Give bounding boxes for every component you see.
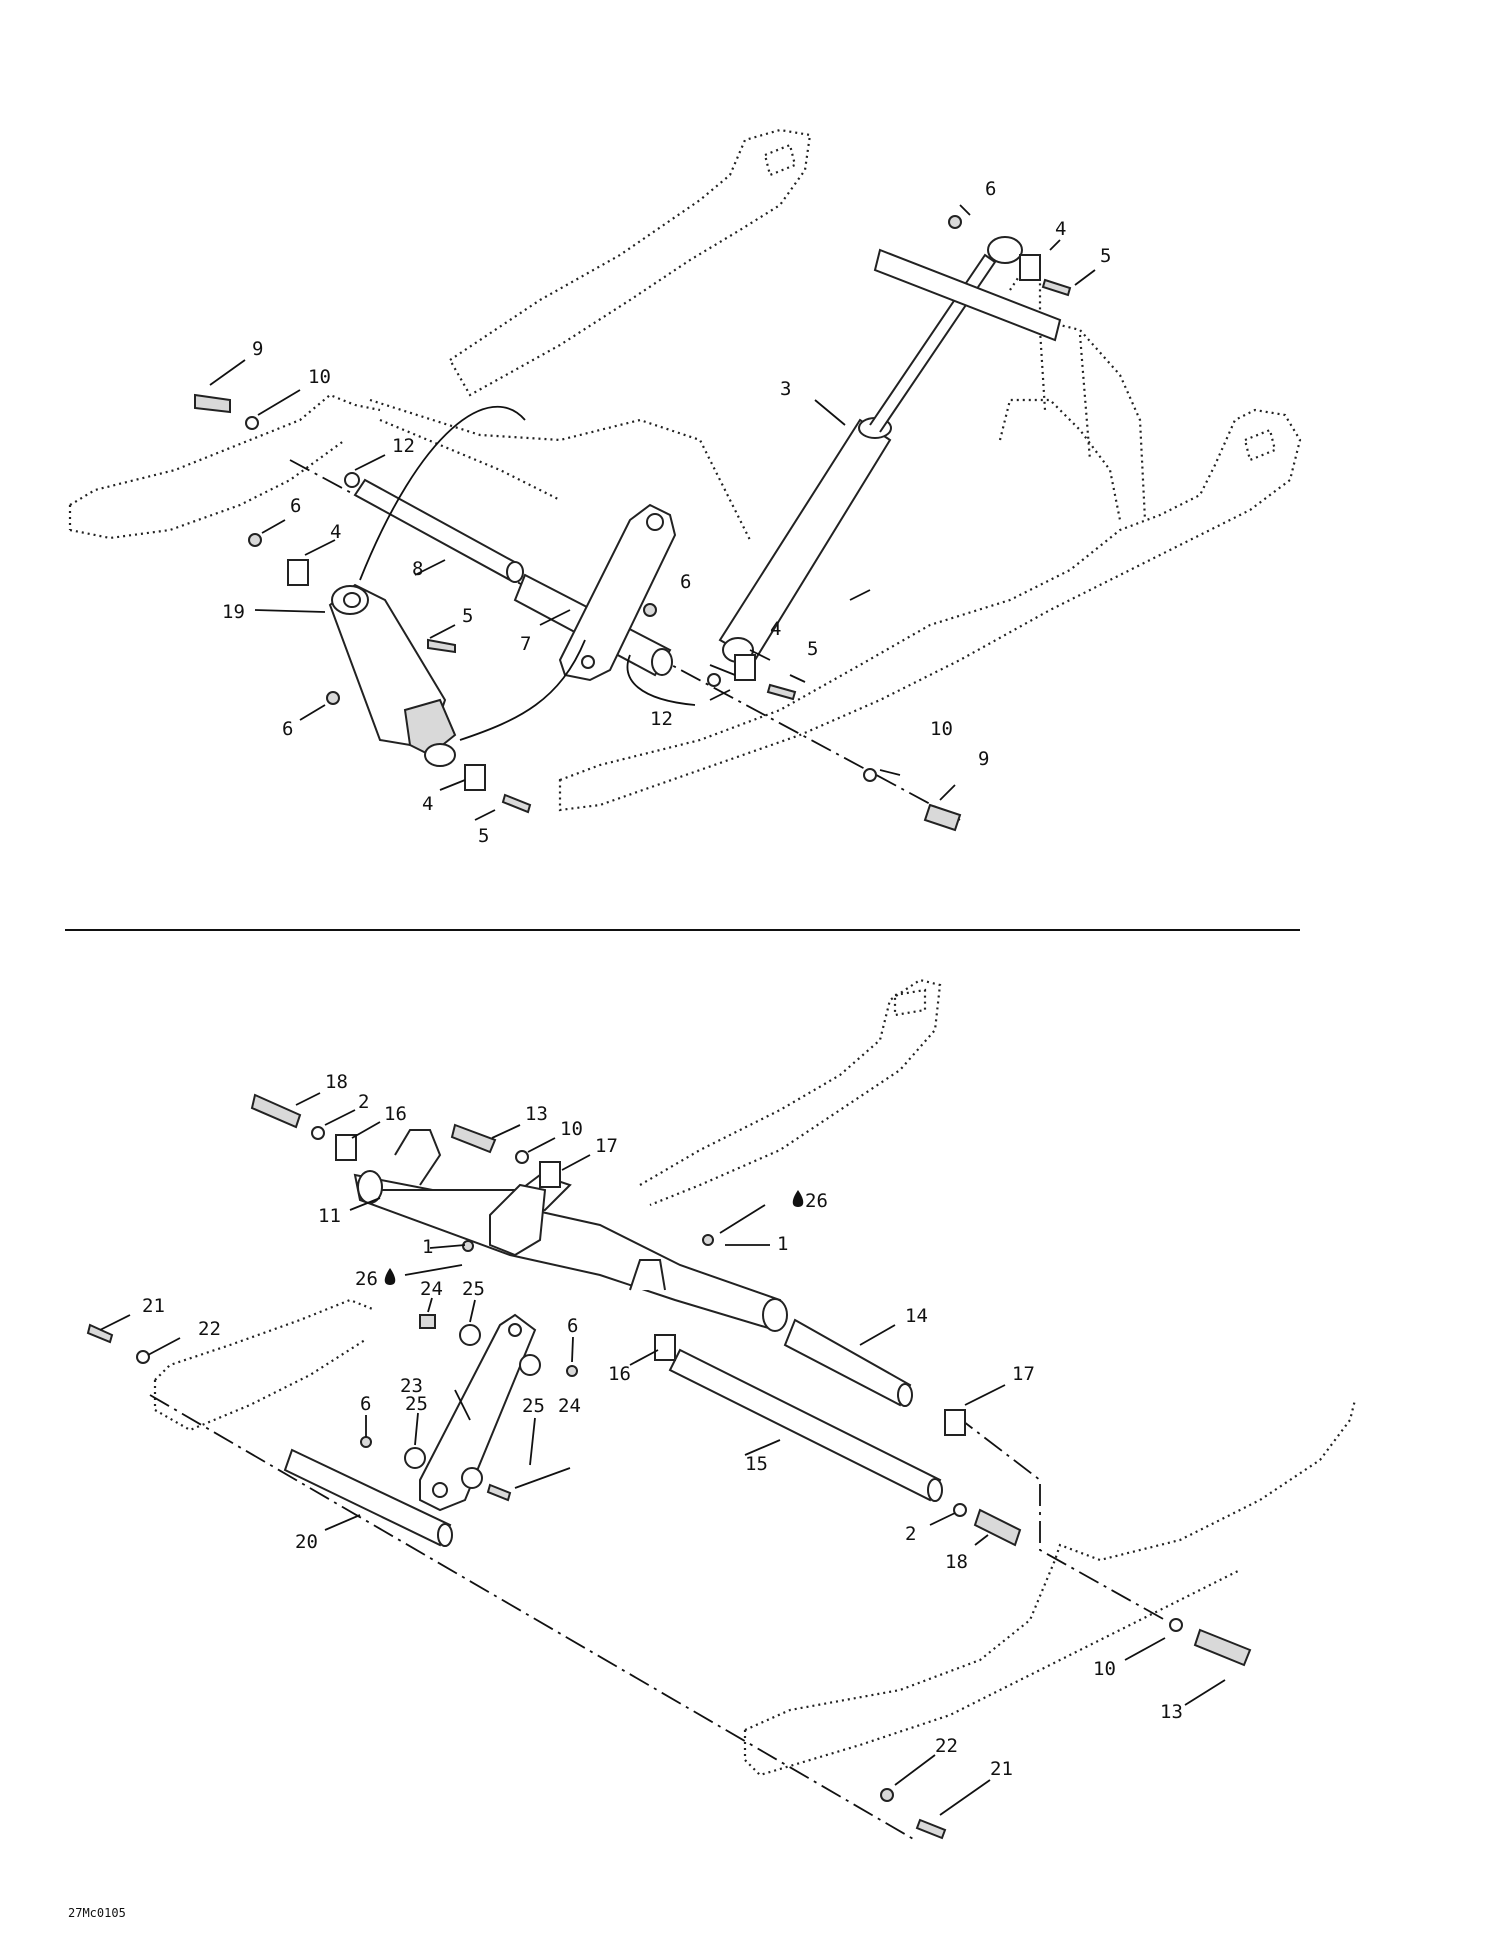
link-23 [419, 1313, 537, 1512]
label-21: 21 [142, 1295, 165, 1317]
shaft-8 [353, 478, 522, 582]
label-6: 6 [290, 495, 301, 517]
left-rail-bottom [153, 1298, 376, 1432]
diagram-code: 27Mc0105 [68, 1906, 126, 1920]
label-4: 4 [330, 521, 341, 543]
arm-7-top-hole [646, 513, 664, 531]
arrow-b [459, 639, 586, 741]
label-17: 17 [595, 1135, 618, 1157]
shaft-14-end [897, 1383, 913, 1407]
label-9: 9 [252, 338, 263, 360]
arm-7-hole [581, 655, 595, 669]
bottom-hardware [86, 1093, 1252, 1840]
label-1: 1 [422, 1236, 433, 1258]
label-4: 4 [422, 793, 433, 815]
label-9: 9 [978, 748, 989, 770]
left-rail [68, 393, 381, 540]
shaft-8-end [506, 561, 524, 583]
front-axis [149, 1394, 916, 1841]
label-26: 26 [355, 1268, 378, 1290]
label-2: 2 [358, 1091, 369, 1113]
label-5: 5 [1100, 245, 1111, 267]
upper-rail [449, 128, 812, 397]
label-1: 1 [777, 1233, 788, 1255]
label-26: 26 [805, 1190, 828, 1212]
label-12: 12 [392, 435, 415, 457]
shaft-14 [783, 1318, 912, 1407]
label-22: 22 [935, 1735, 958, 1757]
rear-arm [369, 398, 751, 541]
label-6: 6 [282, 718, 293, 740]
label-6: 6 [680, 571, 691, 593]
top-assembly: 9 10 12 6 4 8 19 5 7 6 4 5 12 6 4 5 10 9… [68, 128, 1302, 847]
arrow-c [626, 654, 696, 706]
label-21: 21 [990, 1758, 1013, 1780]
label-3: 3 [780, 378, 791, 400]
label-10: 10 [1093, 1658, 1116, 1680]
label-7: 7 [520, 633, 531, 655]
upper-rail-bottom [639, 978, 942, 1207]
label-2: 2 [905, 1523, 916, 1545]
shaft-15-end [927, 1478, 943, 1502]
label-12: 12 [650, 708, 673, 730]
label-16: 16 [608, 1363, 631, 1385]
shaft-15 [668, 1348, 942, 1502]
arrow-a [359, 405, 526, 581]
label-22: 22 [198, 1318, 221, 1340]
label-18: 18 [325, 1071, 348, 1093]
shaft-20 [283, 1448, 452, 1547]
label-4: 4 [770, 618, 781, 640]
oil-drop-icon [792, 1190, 804, 1207]
shaft-20-end [437, 1523, 453, 1547]
label-10: 10 [930, 718, 953, 740]
link-23-top-hole [508, 1323, 522, 1337]
label-18: 18 [945, 1551, 968, 1573]
link-23-bottom-hole [432, 1482, 448, 1498]
label-14: 14 [905, 1305, 928, 1327]
label-4: 4 [1055, 218, 1066, 240]
label-24: 24 [420, 1278, 443, 1300]
top-leaders [209, 204, 1096, 821]
right-rail-bottom [743, 1399, 1357, 1777]
label-17: 17 [1012, 1363, 1035, 1385]
label-15: 15 [745, 1453, 768, 1475]
rear-axis [954, 1414, 1166, 1621]
cross-shaft-end [651, 648, 673, 676]
label-10: 10 [560, 1118, 583, 1140]
label-6: 6 [985, 178, 996, 200]
label-20: 20 [295, 1531, 318, 1553]
label-25: 25 [405, 1393, 428, 1415]
label-16: 16 [384, 1103, 407, 1125]
label-5: 5 [807, 638, 818, 660]
bottom-leaders [99, 1092, 1226, 1816]
label-5: 5 [462, 605, 473, 627]
label-8: 8 [412, 558, 423, 580]
label-11: 11 [318, 1205, 341, 1227]
bottom-assembly: 18 2 16 13 10 17 26 11 1 26 1 21 22 24 2… [86, 978, 1357, 1841]
top-hardware [194, 215, 1072, 832]
upper-cross-tube [873, 248, 1062, 342]
right-rail [558, 408, 1302, 812]
label-24: 24 [558, 1395, 581, 1417]
label-25: 25 [522, 1395, 545, 1417]
label-5: 5 [478, 825, 489, 847]
label-13: 13 [1160, 1701, 1183, 1723]
arm-11 [353, 1129, 788, 1332]
shock-19 [328, 583, 457, 767]
label-6: 6 [567, 1315, 578, 1337]
label-10: 10 [308, 366, 331, 388]
rear-bracket [998, 273, 1147, 521]
oil-drop-icon [384, 1268, 396, 1285]
label-19: 19 [222, 601, 245, 623]
label-13: 13 [525, 1103, 548, 1125]
label-25: 25 [462, 1278, 485, 1300]
label-23: 23 [400, 1375, 423, 1397]
arm-7 [558, 503, 677, 682]
label-6: 6 [360, 1393, 371, 1415]
